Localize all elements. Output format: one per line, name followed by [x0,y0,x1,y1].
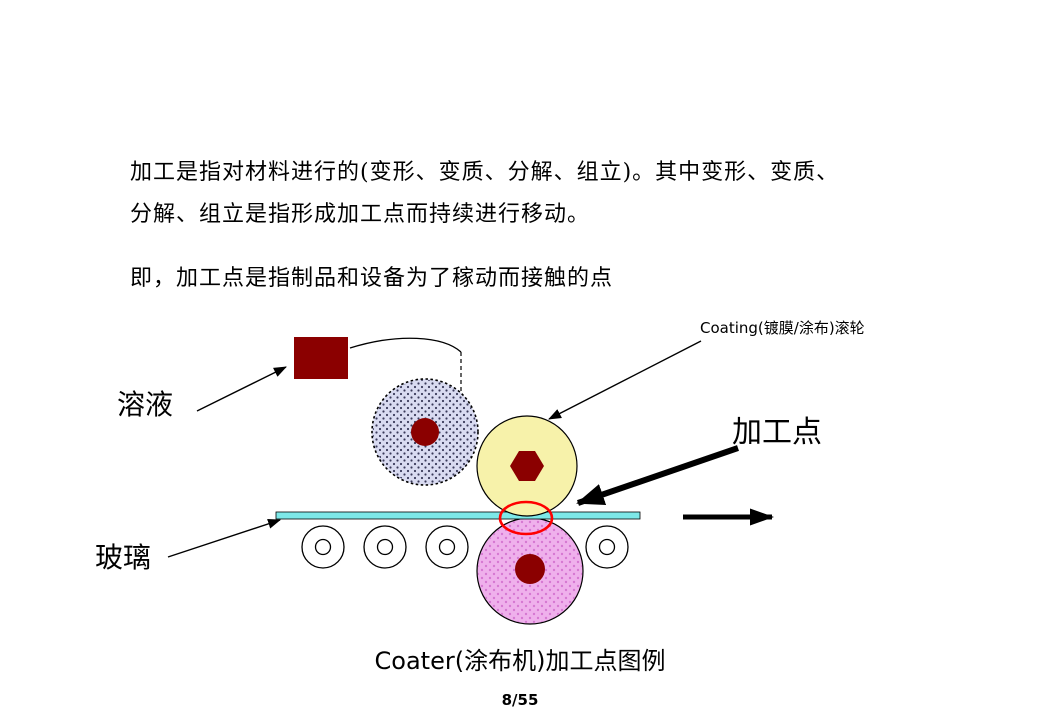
body-text-line-3: 即，加工点是指制品和设备为了稼动而接触的点 [130,266,614,291]
support-roller-core [314,538,332,556]
coating-roller-core [510,451,544,481]
solution-arrow [196,366,287,412]
support-roller-core [598,538,616,556]
coating-label-arrow [548,340,702,420]
processing-point-label: 加工点 [732,415,822,450]
glass-substrate [275,511,641,520]
glass-label: 玻璃 [95,541,152,574]
dotted-roller-core [411,418,439,446]
solution-feed-line [349,337,462,353]
support-rollers [301,525,629,569]
body-text-line-1: 加工是指对材料进行的(变形、变质、分解、组立)。其中变形、变质、 [130,160,840,185]
processing-point-highlight [498,500,554,536]
support-roller-core [438,538,456,556]
body-text-line-2: 分解、组立是指形成加工点而持续进行移动。 [130,202,591,227]
processing-point-arrow [576,445,739,506]
diagram-caption: Coater(涂布机)加工点图例 [374,647,666,675]
glass-arrow [167,519,281,558]
coating-roller-label: Coating(镀膜/涂布)滚轮 [700,319,865,337]
backing-roller-core [515,554,545,584]
solution-label: 溶液 [117,388,174,421]
solution-box [294,337,348,379]
page-number: 8/55 [501,691,539,709]
support-roller-core [376,538,394,556]
